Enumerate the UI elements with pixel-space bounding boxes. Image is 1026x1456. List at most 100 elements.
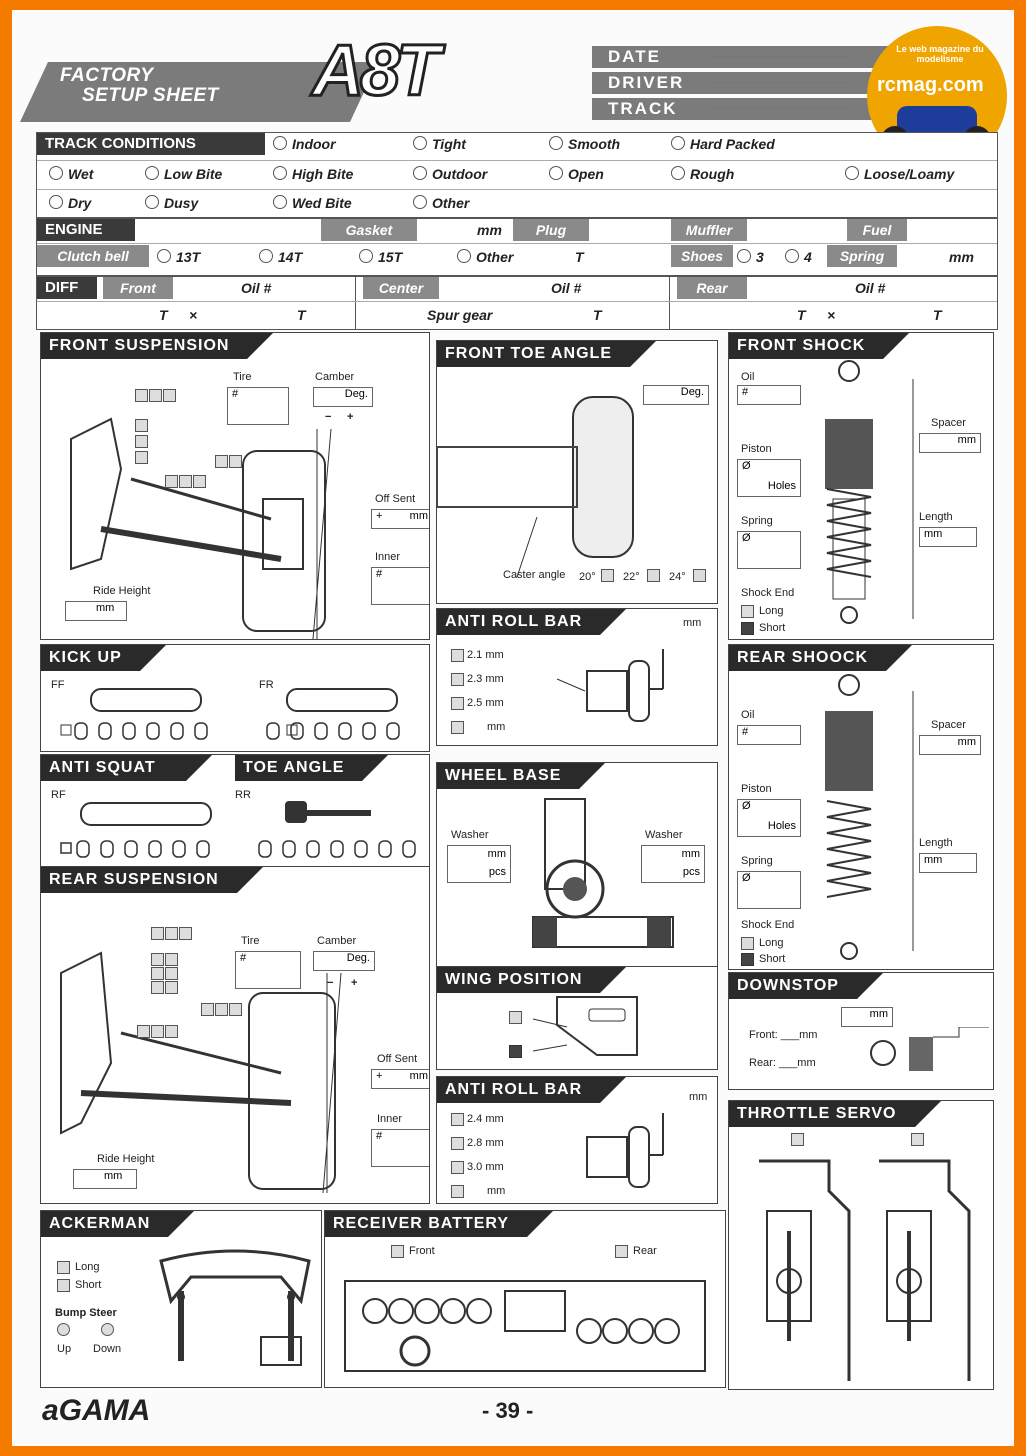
- opt-smooth[interactable]: Smooth: [549, 136, 620, 152]
- opt-high-bite[interactable]: High Bite: [273, 166, 353, 182]
- caster-24: 24°: [669, 571, 686, 583]
- short-box[interactable]: [741, 622, 754, 635]
- shoes-4[interactable]: 4: [785, 249, 812, 265]
- clutch-13t[interactable]: 13T: [157, 249, 200, 265]
- kick-up-panel: KICK UP FF FR: [40, 644, 430, 752]
- rear-short-box[interactable]: [741, 953, 754, 966]
- opt-tight[interactable]: Tight: [413, 136, 466, 152]
- arb-24-box[interactable]: [451, 1113, 464, 1126]
- wing-lower-box[interactable]: [509, 1045, 522, 1058]
- caster-24-box[interactable]: [693, 569, 706, 582]
- rear-spring-field[interactable]: Ø: [737, 871, 801, 909]
- arb-custom-box[interactable]: [451, 721, 464, 734]
- front-shock-title: FRONT SHOCK: [729, 333, 910, 359]
- rear-length-field[interactable]: mm: [919, 853, 977, 873]
- arb-28-box[interactable]: [451, 1137, 464, 1150]
- rear-ride-height-label: Ride Height: [97, 1153, 155, 1165]
- arb-30-box[interactable]: [451, 1161, 464, 1174]
- opt-low-bite[interactable]: Low Bite: [145, 166, 222, 182]
- toe-deg-field[interactable]: Deg.: [643, 385, 709, 405]
- inner-field[interactable]: #: [371, 567, 429, 605]
- camber-field[interactable]: Deg.: [313, 387, 373, 407]
- oil-field[interactable]: #: [737, 385, 801, 405]
- driver-field[interactable]: [712, 82, 852, 83]
- ff-label: FF: [51, 679, 65, 691]
- rear-ride-height-field[interactable]: mm: [73, 1169, 137, 1189]
- opt-rough[interactable]: Rough: [671, 166, 734, 182]
- wheel-base-diagram: [532, 798, 674, 948]
- anti-roll-front-panel: ANTI ROLL BAR mm 2.1 mm 2.3 mm 2.5 mm mm: [436, 608, 718, 746]
- arb-25-box[interactable]: [451, 697, 464, 710]
- opt-dusy[interactable]: Dusy: [145, 195, 198, 211]
- tire-field[interactable]: #: [227, 387, 289, 425]
- opt-loose-loamy[interactable]: Loose/Loamy: [845, 166, 954, 182]
- arb-23-box[interactable]: [451, 673, 464, 686]
- downstop-mm-field[interactable]: mm: [841, 1007, 893, 1027]
- rear-inner-field[interactable]: #: [371, 1129, 429, 1167]
- rear-camber-field[interactable]: Deg.: [313, 951, 375, 971]
- caster-22-box[interactable]: [647, 569, 660, 582]
- ackerman-panel: ACKERMAN Long Short Bump Steer Up Down: [40, 1210, 322, 1388]
- arb-rear-custom-box[interactable]: [451, 1185, 464, 1198]
- opt-outdoor[interactable]: Outdoor: [413, 166, 487, 182]
- shoes-3[interactable]: 3: [737, 249, 764, 265]
- date-field[interactable]: [712, 56, 852, 57]
- clutch-other[interactable]: Other: [457, 249, 513, 265]
- spacer-label: Spacer: [931, 417, 966, 429]
- rear-shock-diagram: [825, 674, 914, 960]
- oil-label: Oil: [741, 371, 755, 383]
- wing-upper-box[interactable]: [509, 1011, 522, 1024]
- clutch-15t[interactable]: 15T: [359, 249, 402, 265]
- bump-up-icon[interactable]: [57, 1323, 70, 1336]
- long-box[interactable]: [741, 605, 754, 618]
- ackerman-diagram: [159, 1249, 311, 1366]
- rear-long-box[interactable]: [741, 937, 754, 950]
- battery-front-box[interactable]: [391, 1245, 404, 1258]
- ackerman-short-box[interactable]: [57, 1279, 70, 1292]
- spacer-field[interactable]: mm: [919, 433, 981, 453]
- clutch-14t[interactable]: 14T: [259, 249, 302, 265]
- arb-front-mm: mm: [683, 617, 702, 629]
- spring-field[interactable]: Ø: [737, 531, 801, 569]
- servo-left-box[interactable]: [791, 1133, 804, 1146]
- rear-camber-minus: −: [327, 977, 334, 989]
- bump-down-icon[interactable]: [101, 1323, 114, 1336]
- diff-rear-label: Rear: [677, 277, 747, 299]
- receiver-battery-panel: RECEIVER BATTERY Front Rear: [324, 1210, 726, 1388]
- opt-wet[interactable]: Wet: [49, 166, 93, 182]
- opt-wed-bite[interactable]: Wed Bite: [273, 195, 352, 211]
- rear-offsent-field[interactable]: +mm: [371, 1069, 429, 1089]
- battery-rear-box[interactable]: [615, 1245, 628, 1258]
- page-number: - 39 -: [482, 1398, 534, 1423]
- track-field[interactable]: [712, 108, 852, 109]
- servo-right-box[interactable]: [911, 1133, 924, 1146]
- opt-open[interactable]: Open: [549, 166, 604, 182]
- downstop-diagram: [870, 1027, 989, 1071]
- rear-tire-field[interactable]: #: [235, 951, 301, 989]
- opt-dry[interactable]: Dry: [49, 195, 91, 211]
- rear-spring-label: Spring: [741, 855, 773, 867]
- length-field[interactable]: mm: [919, 527, 977, 547]
- spring-mm: mm: [949, 249, 974, 265]
- opt-other[interactable]: Other: [413, 195, 469, 211]
- throttle-servo-panel: THROTTLE SERVO: [728, 1100, 994, 1390]
- rear-t2: T: [933, 307, 942, 323]
- offsent-field[interactable]: +mm: [371, 509, 429, 529]
- opt-hard-packed[interactable]: Hard Packed: [671, 136, 775, 152]
- ride-height-field[interactable]: mm: [65, 601, 127, 621]
- arb-21-box[interactable]: [451, 649, 464, 662]
- caster-20: 20°: [579, 571, 596, 583]
- rear-oil-field[interactable]: #: [737, 725, 801, 745]
- caster-20-box[interactable]: [601, 569, 614, 582]
- ackerman-long-box[interactable]: [57, 1261, 70, 1274]
- piston-label: Piston: [741, 443, 772, 455]
- opt-indoor[interactable]: Indoor: [273, 136, 336, 152]
- rear-camber-plus: +: [351, 977, 358, 989]
- rear-spacer-field[interactable]: mm: [919, 735, 981, 755]
- bump-steer-label: Bump Steer: [55, 1307, 117, 1319]
- a8t-logo: A8T: [310, 30, 441, 113]
